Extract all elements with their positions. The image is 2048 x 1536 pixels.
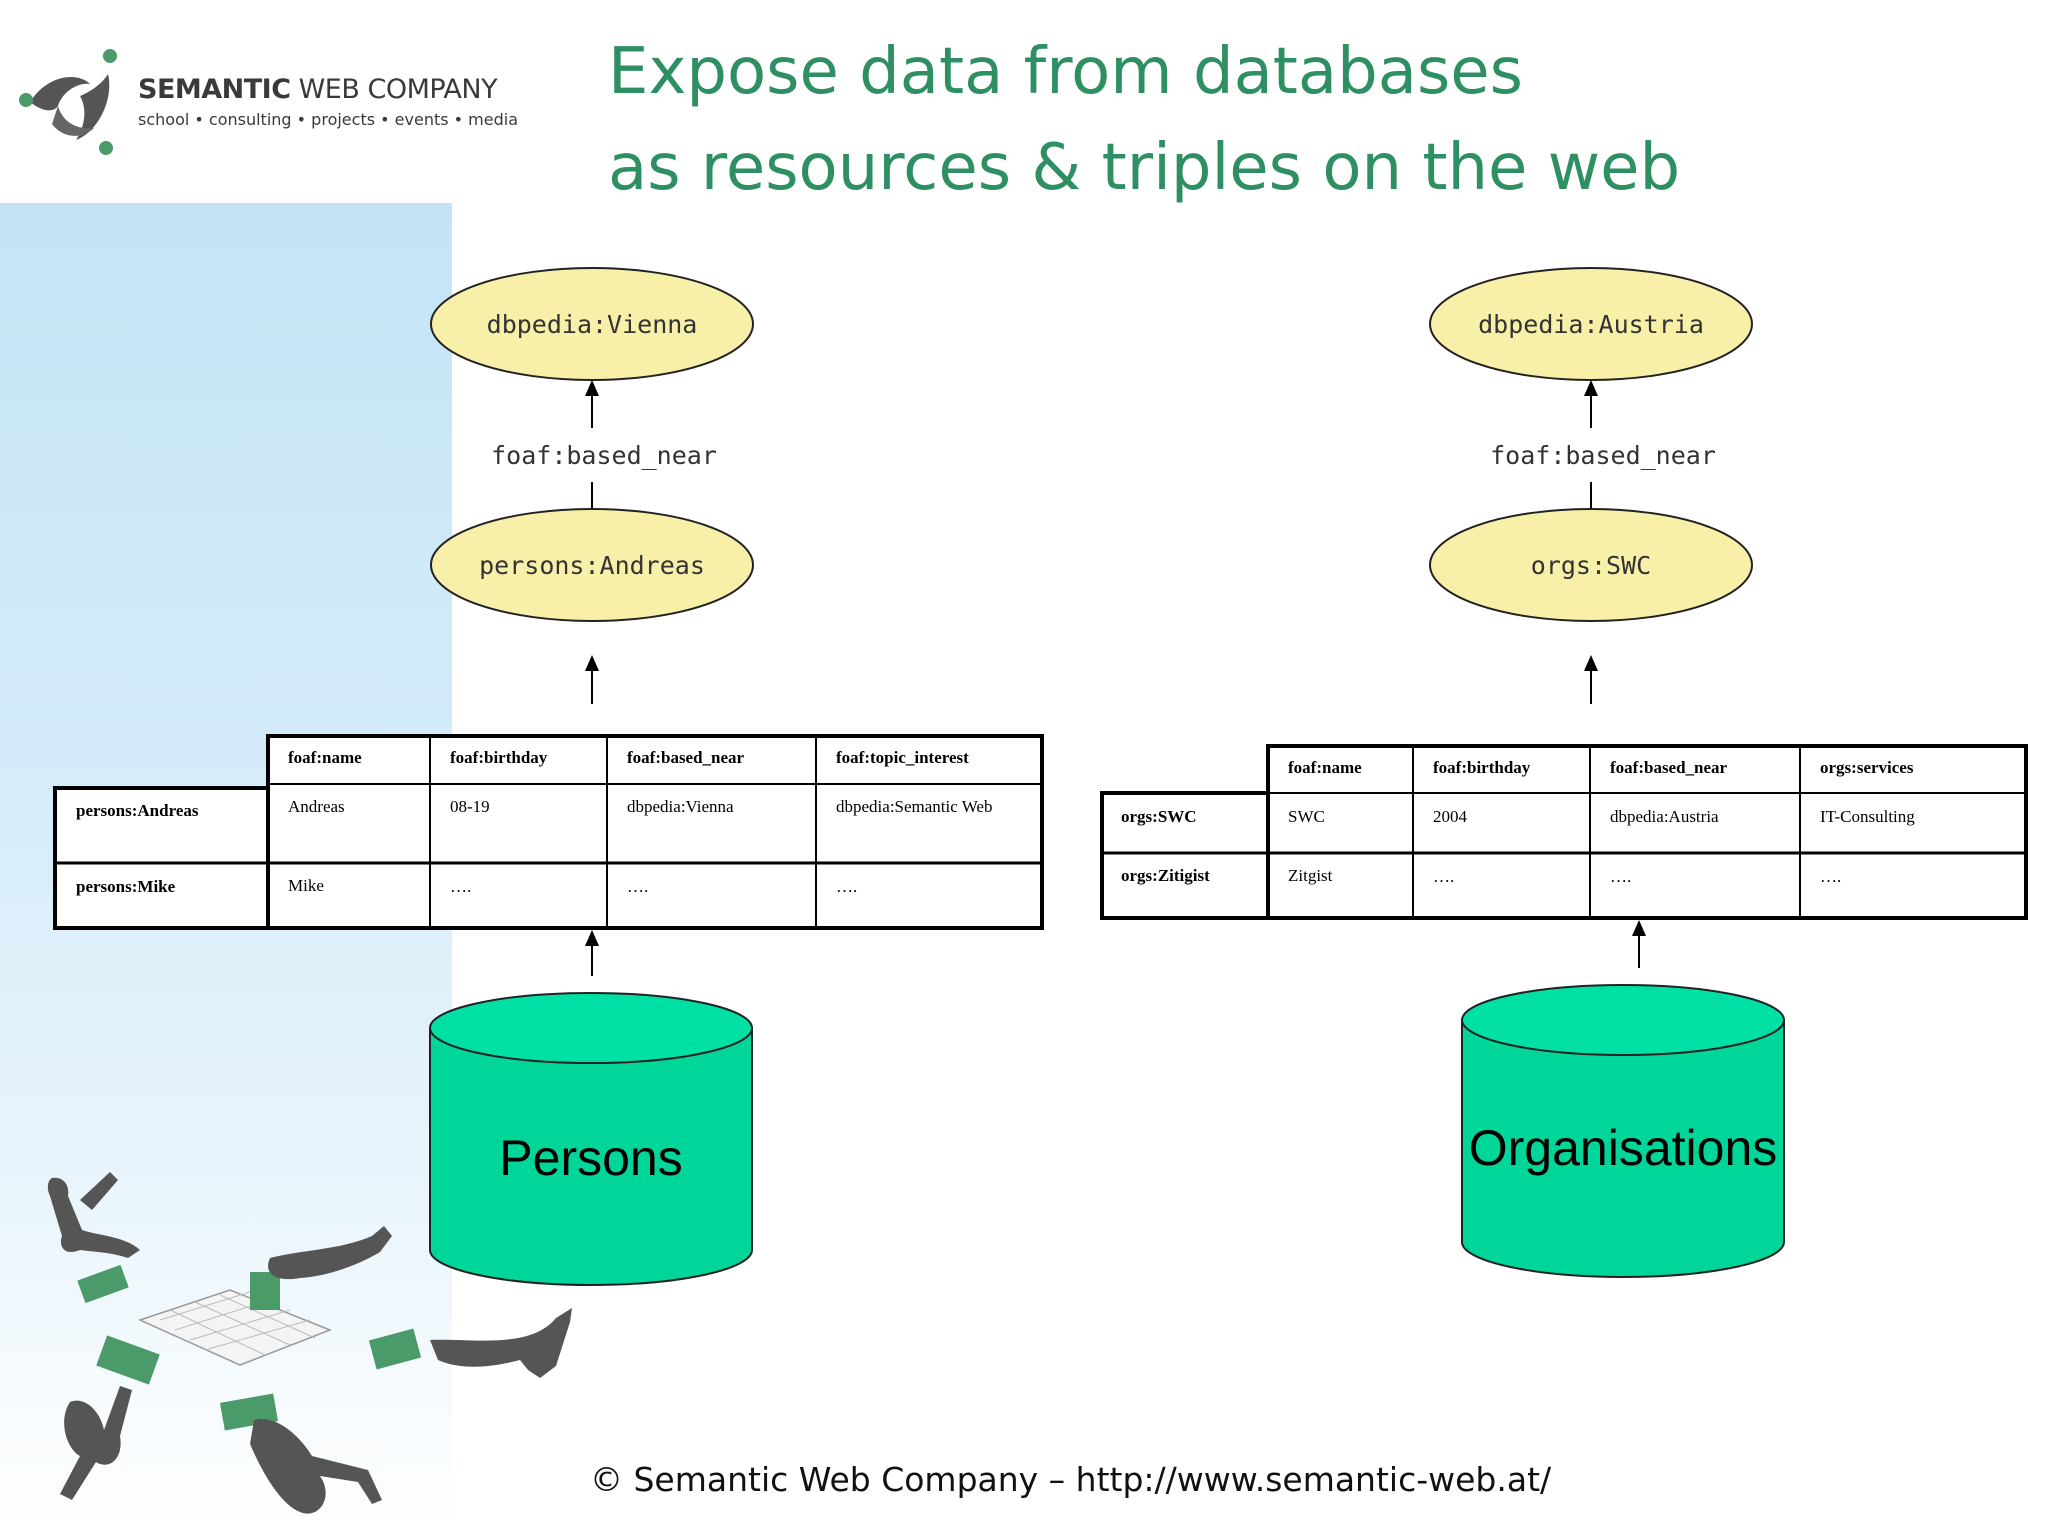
persons-table: foaf:name foaf:birthday foaf:based_near …: [53, 734, 1044, 930]
property-label-based-near: foaf:based_near: [491, 441, 717, 470]
table-cell: Zitgist: [1288, 866, 1333, 885]
table-frame: [266, 734, 1044, 930]
table-cell: IT-Consulting: [1820, 807, 1915, 826]
row-key-frame: [1100, 791, 1270, 920]
table-header: foaf:name: [288, 748, 362, 767]
database-label-persons: Persons: [499, 1130, 682, 1186]
table-cell: ….: [1433, 867, 1454, 886]
puzzle-piece-icon: [368, 1328, 422, 1370]
logo-name-rest: WEB COMPANY: [290, 74, 498, 105]
table-header: foaf:birthday: [1433, 758, 1531, 777]
arrowhead-up: [585, 380, 599, 396]
skydivers-puzzle-illustration: [47, 1172, 572, 1514]
table-header: foaf:topic_interest: [836, 748, 969, 767]
orgs-table: foaf:name foaf:birthday foaf:based_near …: [1100, 744, 2028, 920]
table-cell: SWC: [1288, 807, 1325, 826]
table-cell: Andreas: [288, 797, 345, 816]
node-persons-andreas: [430, 508, 754, 622]
title-line-2: as resources & triples on the web: [608, 131, 1681, 205]
logo-wordmark: SEMANTIC WEB COMPANY: [138, 74, 498, 105]
arrowhead-up: [585, 930, 599, 946]
table-cell: ….: [1820, 867, 1841, 886]
table-header: orgs:services: [1820, 758, 1914, 777]
row-key: persons:Mike: [76, 877, 176, 896]
skydiver-figure-icon: [268, 1226, 392, 1280]
puzzle-piece-icon: [250, 1272, 280, 1310]
table-cell: dbpedia:Austria: [1610, 807, 1719, 826]
table-cell: ….: [1610, 867, 1631, 886]
company-logo: SEMANTIC WEB COMPANY school • consulting…: [18, 44, 518, 164]
persons-database: Persons: [429, 930, 753, 1286]
arrowhead-up: [1584, 380, 1598, 396]
table-header: foaf:birthday: [450, 748, 548, 767]
table-header: foaf:name: [1288, 758, 1362, 777]
organisations-database: Organisations: [1461, 920, 1785, 1278]
node-dbpedia-vienna-label: dbpedia:Vienna: [487, 310, 698, 339]
node-orgs-swc-label: orgs:SWC: [1531, 551, 1651, 580]
swirl-logo-icon: [19, 49, 117, 155]
database-cylinder-body: [1461, 1020, 1785, 1278]
table-cell: Mike: [288, 876, 324, 895]
puzzle-piece-icon: [77, 1264, 129, 1304]
logo-name-bold: SEMANTIC: [138, 74, 291, 105]
persons-graph: dbpedia:Vienna foaf:based_near persons:A…: [430, 267, 754, 704]
table-cell: ….: [836, 877, 857, 896]
database-cylinder-top: [1461, 984, 1785, 1056]
node-dbpedia-austria-label: dbpedia:Austria: [1478, 310, 1704, 339]
puzzle-piece-icon: [96, 1335, 160, 1385]
row-key: orgs:SWC: [1121, 807, 1197, 826]
arrowhead-up: [1632, 920, 1646, 936]
title-line-1: Expose data from databases: [608, 35, 1523, 109]
table-cell: dbpedia:Semantic Web: [836, 797, 992, 816]
table-cell: 08-19: [450, 797, 490, 816]
database-cylinder-body: [429, 1028, 753, 1286]
skydiver-figure-icon: [60, 1386, 132, 1500]
row-key: orgs:Zitigist: [1121, 866, 1210, 885]
table-header: foaf:based_near: [1610, 758, 1728, 777]
table-cell: ….: [450, 877, 471, 896]
table-cell: 2004: [1433, 807, 1468, 826]
node-orgs-swc: [1429, 508, 1753, 622]
skydiver-figure-icon: [250, 1418, 382, 1514]
skydiver-figure-icon: [80, 1172, 118, 1210]
arrowhead-up: [1584, 655, 1598, 671]
database-label-organisations: Organisations: [1469, 1120, 1778, 1176]
arrowhead-up: [585, 655, 599, 671]
skydiver-figure-icon: [430, 1308, 572, 1378]
row-key-frame: [53, 786, 270, 930]
node-persons-andreas-label: persons:Andreas: [479, 551, 705, 580]
slide-title: Expose data from databases as resources …: [608, 24, 1680, 216]
table-header: foaf:based_near: [627, 748, 745, 767]
table-cell: dbpedia:Vienna: [627, 797, 734, 816]
database-cylinder-top: [429, 992, 753, 1064]
row-key: persons:Andreas: [76, 801, 199, 820]
table-frame: [1266, 744, 2028, 920]
logo-tagline: school • consulting • projects • events …: [138, 110, 519, 129]
skydiver-figure-icon: [47, 1177, 141, 1258]
footer-copyright: © Semantic Web Company – http://www.sema…: [590, 1460, 1552, 1499]
orgs-graph: dbpedia:Austria foaf:based_near orgs:SWC: [1429, 267, 1753, 704]
table-cell: ….: [627, 877, 648, 896]
property-label-based-near: foaf:based_near: [1490, 441, 1716, 470]
